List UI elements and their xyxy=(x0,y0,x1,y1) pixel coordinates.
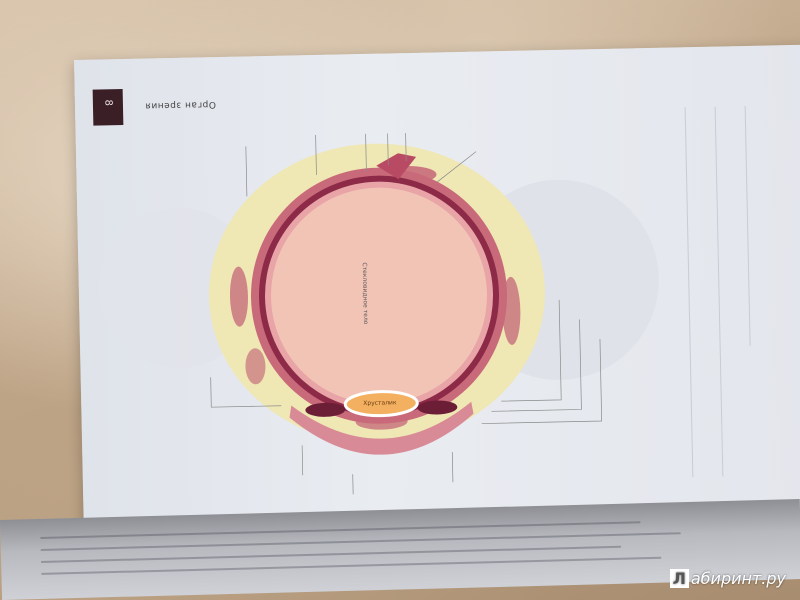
leader-line-1 xyxy=(245,146,248,197)
text-line-2 xyxy=(714,106,724,477)
muscle-left-small xyxy=(245,348,266,385)
leader-line-4 xyxy=(387,133,389,166)
watermark-logo: Л xyxy=(669,569,689,588)
leader-line-5 xyxy=(405,133,407,162)
leader-line-2 xyxy=(315,134,317,175)
leader-line-8 xyxy=(491,319,582,412)
text-line-3 xyxy=(744,105,751,346)
eye-diagram xyxy=(98,105,751,495)
leader-line-7 xyxy=(501,299,562,402)
leader-line-3 xyxy=(365,133,367,172)
lens-label: Хрусталик xyxy=(363,399,397,408)
leader-line-9 xyxy=(481,339,603,424)
watermark-text: абиринт.ру xyxy=(690,569,786,588)
iris-right xyxy=(417,400,458,415)
iris-left xyxy=(305,402,346,417)
book-page: 8 Орган зрения xyxy=(74,44,800,550)
vitreous-label: Стекловидное тело xyxy=(360,262,370,325)
cornea xyxy=(289,401,474,455)
leader-line-13 xyxy=(451,452,454,483)
leader-line-10 xyxy=(210,377,282,408)
leader-line-11 xyxy=(301,445,304,476)
text-line-1 xyxy=(684,107,694,478)
lens xyxy=(343,390,419,418)
leader-line-6 xyxy=(436,151,477,183)
vitreous-body xyxy=(271,187,488,404)
muscle-left xyxy=(229,266,249,327)
